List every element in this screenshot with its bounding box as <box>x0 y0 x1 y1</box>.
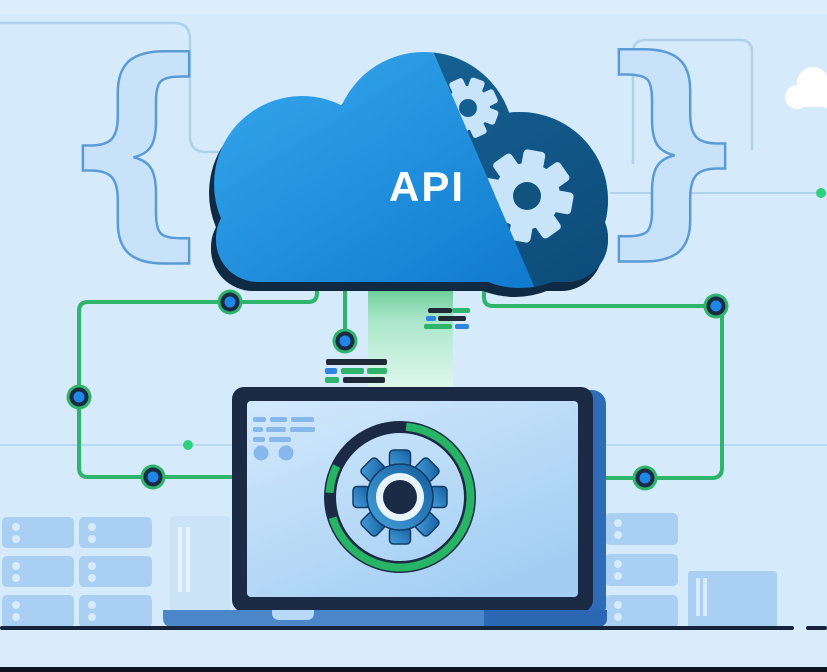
code-snippet-icon <box>325 359 387 383</box>
server-rack-unit <box>79 556 152 587</box>
circuit-trace-left <box>0 21 228 154</box>
laptop-base-shaded <box>484 610 607 627</box>
background-cloud-icon <box>785 67 827 109</box>
green-dot-right <box>816 188 826 198</box>
server-rack-unit <box>605 513 678 545</box>
gear-hub <box>383 480 417 514</box>
curly-brace-right-icon: } <box>590 12 754 279</box>
server-rack-unit <box>79 595 152 628</box>
server-led-dots <box>614 519 707 621</box>
network-node-icon <box>140 464 166 490</box>
foreground-strip <box>0 630 827 668</box>
background-decor <box>0 0 827 450</box>
network-nodes <box>66 289 729 491</box>
ground-line-dash <box>806 626 827 630</box>
server-rack-unit <box>2 517 74 548</box>
network-node-icon <box>332 328 358 354</box>
green-dot-left <box>183 440 193 450</box>
api-label: API <box>389 163 465 210</box>
panel-streak <box>186 527 190 592</box>
screen-skeleton-content <box>253 417 315 461</box>
network-node-icon <box>217 289 243 315</box>
cloud-icon: API <box>209 52 608 297</box>
circuit-trace-right <box>631 38 754 164</box>
server-rack-icon <box>2 517 152 628</box>
ground <box>0 626 827 672</box>
server-zone-right <box>605 513 777 628</box>
server-rack-unit <box>605 554 678 586</box>
network-node-icon <box>703 293 729 319</box>
gear-icon <box>352 449 448 545</box>
server-rack-icon <box>605 513 777 628</box>
progress-ring-icon <box>324 421 476 573</box>
laptop-base-notch <box>272 610 314 620</box>
ground-line <box>0 626 794 630</box>
code-snippet-icon <box>424 308 470 329</box>
network-line-left <box>77 282 319 479</box>
server-box <box>688 571 777 628</box>
server-led-dots <box>12 523 96 621</box>
panel-streak <box>178 527 182 592</box>
server-rack-unit <box>79 517 152 548</box>
background-top-band <box>0 0 827 14</box>
server-rack-unit <box>2 595 74 628</box>
network-node-icon <box>632 465 658 491</box>
server-zone-left <box>2 516 230 628</box>
network-node-icon <box>66 384 92 410</box>
curly-brace-left-icon: { <box>54 14 218 281</box>
server-tower-panel <box>170 516 230 628</box>
laptop-icon <box>163 387 607 627</box>
bottom-edge-strip <box>0 667 827 672</box>
server-rack-unit <box>605 595 678 628</box>
server-rack-unit <box>2 556 74 587</box>
